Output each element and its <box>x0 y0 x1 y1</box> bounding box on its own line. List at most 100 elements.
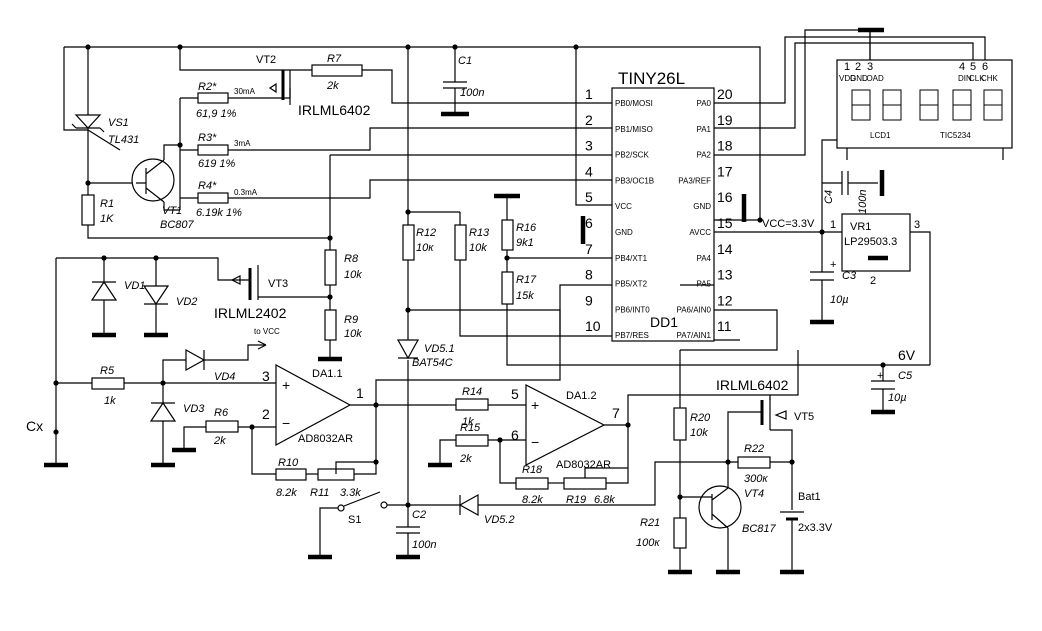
r14-value: 1k <box>462 416 474 428</box>
mcu-pin-num-20: 20 <box>717 86 733 102</box>
vr1-model: LP29503.3 <box>844 236 897 248</box>
lcd-pin-num-6: 6 <box>982 61 988 73</box>
mcu-tiny26l: TINY26L DD1 1PB0/MOSI2PB1/MISO3PB2/SCK4P… <box>585 69 733 342</box>
resistor-r13: R13 10k <box>408 212 612 337</box>
mcu-pin-name-13: PA5 <box>696 280 711 289</box>
transistor-vt4: VT4 BC817 <box>698 459 777 575</box>
vt4-ref: VT4 <box>744 488 764 500</box>
resistor-r12: R12 10к <box>402 211 460 261</box>
opamp-da1-1: + − 3 2 1 DA1.1 AD8032AR <box>262 284 612 447</box>
resistor-r5: R5 1k <box>56 365 276 407</box>
svg-text:−: − <box>531 434 539 450</box>
r21-value: 100к <box>636 537 660 549</box>
r13-ref: R13 <box>469 227 490 239</box>
mcu-pin-num-6: 6 <box>585 215 593 231</box>
r12-value: 10к <box>416 242 434 254</box>
six-v-label: 6V <box>898 347 916 363</box>
mcu-pin-num-8: 8 <box>585 267 593 283</box>
r13-value: 10k <box>469 242 487 254</box>
vd51-ref: VD5.1 <box>424 343 455 355</box>
mcu-pin-name-19: PA1 <box>696 125 711 134</box>
mcu-pin-name-4: PB3/OC1B <box>615 176 654 185</box>
mcu-pin-num-19: 19 <box>717 112 733 128</box>
mcu-pin-name-14: PA4 <box>696 254 711 263</box>
mcu-pin-num-12: 12 <box>717 292 733 308</box>
vd1-ref: VD1 <box>124 280 145 292</box>
diode-vd5-2: VD5.2 <box>408 461 700 526</box>
transistor-vt2: VT2 IRLML6402 R7 2k <box>256 53 612 118</box>
mcu-pin-name-6: GND <box>615 228 633 237</box>
vt2-ref: VT2 <box>256 54 276 66</box>
r7-value: 2k <box>326 80 339 92</box>
resistor-r4: R4* 0.3mA 6.19k 1% <box>180 179 612 219</box>
mcu-pin-name-8: PB5/XT2 <box>615 280 648 289</box>
mcu-pin-name-12: PA6/AIN0 <box>676 305 711 314</box>
r6-ref: R6 <box>214 407 229 419</box>
mcu-pin-num-2: 2 <box>585 112 593 128</box>
da12-model: AD8032AR <box>556 459 611 471</box>
lcd-ref: LCD1 <box>870 131 891 140</box>
mcu-pin-name-11: PA7/AIN1 <box>676 331 711 340</box>
mcu-pin-num-18: 18 <box>717 138 733 154</box>
mcu-pin-name-9: PB6/INT0 <box>615 305 650 314</box>
r8-ref: R8 <box>344 253 359 265</box>
r17-ref: R17 <box>516 274 537 286</box>
r2-value: 61,9 1% <box>196 108 237 120</box>
r4-current: 0.3mA <box>234 188 258 197</box>
resistor-r3: R3* 3mA 619 1% <box>180 127 612 170</box>
vt1-ref: VT1 <box>162 205 182 217</box>
r5-ref: R5 <box>100 365 115 377</box>
resistor-r6: R6 2k <box>172 407 276 453</box>
svg-text:−: − <box>282 415 290 431</box>
vt1-model: BC807 <box>160 219 195 231</box>
cx-label: Cx <box>26 418 43 434</box>
bat-value: 2x3.3V <box>798 522 833 534</box>
resistor-r8-r9: R8 10k R9 10k <box>258 154 612 362</box>
lcd-model: TIC5234 <box>940 131 971 140</box>
mcu-pin-num-11: 11 <box>717 318 732 334</box>
mcu-pin-num-15: 15 <box>717 215 733 231</box>
vr1-ref: VR1 <box>850 221 871 233</box>
lcd-pin-name-6: CHK <box>981 74 999 83</box>
to-vcc-label: to VCC <box>254 327 280 336</box>
mcu-pin-num-16: 16 <box>717 189 733 205</box>
s1-label: S1 <box>348 514 361 526</box>
mcu-pin-num-7: 7 <box>585 241 593 257</box>
r10-ref: R10 <box>278 457 299 469</box>
vt3-ref: VT3 <box>268 278 288 290</box>
c5-value: 10µ <box>888 392 907 404</box>
r1-value: 1K <box>100 213 114 225</box>
c5-ref: C5 <box>898 370 913 382</box>
transistor-vt1: VT1 BC807 <box>131 144 195 231</box>
mcu-pin-num-14: 14 <box>717 241 733 257</box>
r8-value: 10k <box>344 269 362 281</box>
resistor-r20-r21: R20 10k R21 100к <box>636 284 714 575</box>
input-cx: Cx <box>26 258 68 468</box>
mcu-left-pins: 1PB0/MOSI2PB1/MISO3PB2/SCK4PB3/OC1B5VCC6… <box>585 86 654 340</box>
vd4-ref: VD4 <box>214 371 235 383</box>
bat-ref: Bat1 <box>798 491 821 503</box>
mcu-pin-name-20: PA0 <box>696 99 711 108</box>
resistor-r18-r19: R18 8.2k R19 6.8k <box>499 440 628 506</box>
r10-value: 8.2k <box>276 487 297 499</box>
diode-vd1: VD1 <box>90 255 145 338</box>
r4-value: 6.19k 1% <box>196 207 242 219</box>
mcu-pin-name-17: PA3/REF <box>678 176 711 185</box>
resistor-r16-r17: R16 9k1 R17 15k <box>494 193 930 366</box>
r15-value: 2k <box>459 453 472 465</box>
r6-value: 2k <box>213 435 226 447</box>
lcd-pin-num-2: 2 <box>855 61 861 73</box>
mcu-pin-name-7: PB4/XT1 <box>615 254 648 263</box>
vr1-pin2: 2 <box>870 275 876 287</box>
r22-ref: R22 <box>744 443 764 455</box>
mcu-pin-name-18: PA2 <box>696 151 711 160</box>
mcu-pin-num-4: 4 <box>585 163 593 179</box>
lcd-pin-num-3: 3 <box>867 61 873 73</box>
r7-ref: R7 <box>327 53 342 65</box>
r2-ref: R2* <box>198 81 217 93</box>
c3-ref: C3 <box>842 270 857 282</box>
r21-ref: R21 <box>640 517 660 529</box>
lcd-pin-num-5: 5 <box>970 61 976 73</box>
da12-pin-minus: 6 <box>511 427 519 443</box>
